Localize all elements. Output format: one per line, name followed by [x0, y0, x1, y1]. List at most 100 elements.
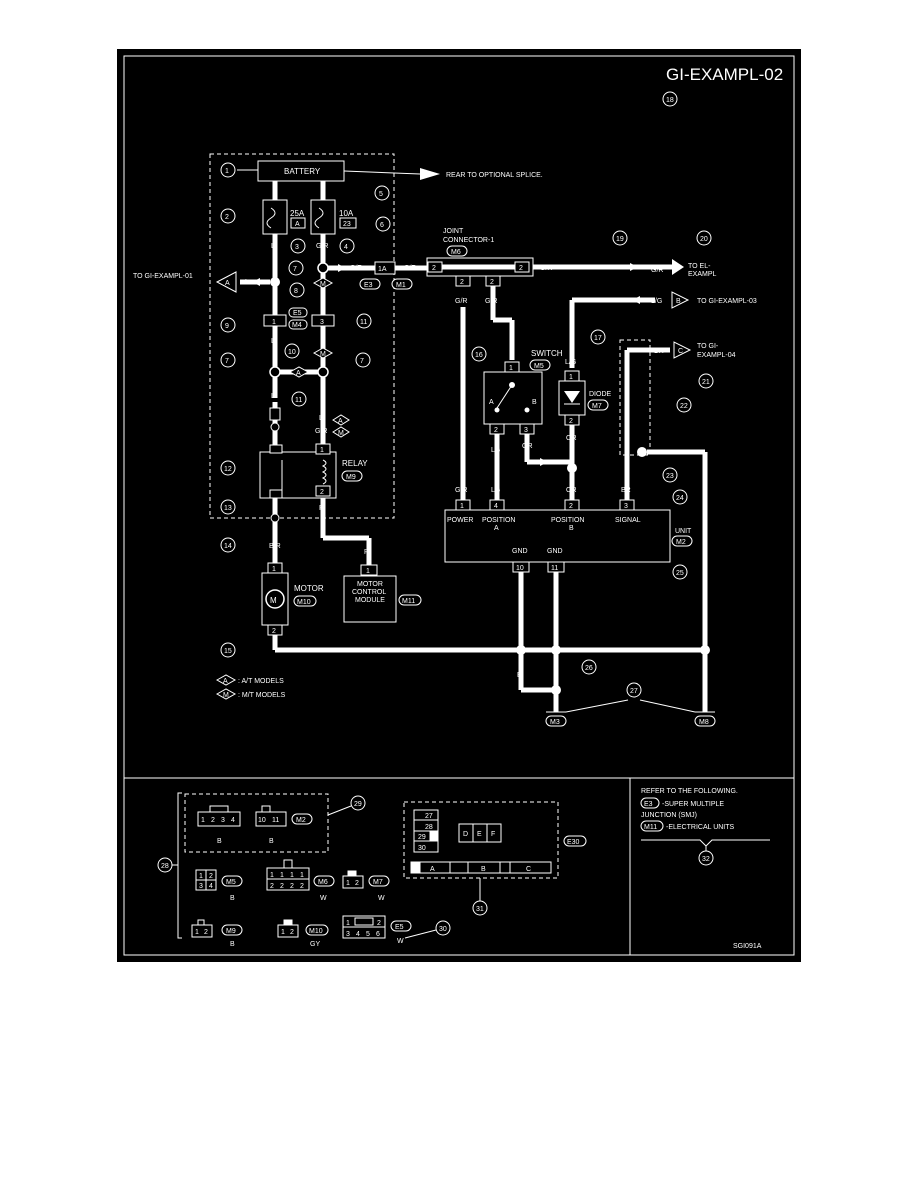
- legend-conn-m6: [313, 875, 335, 887]
- wire-label-lg-3: L/G: [565, 359, 576, 366]
- callout-1: [220, 162, 236, 178]
- callout-29-line: [327, 805, 352, 816]
- callout-11b-num: 11: [295, 397, 302, 404]
- motor-icon-letter: M: [270, 596, 277, 605]
- conn-m8-label: M8: [699, 719, 709, 726]
- unit-label: UNIT: [675, 528, 692, 535]
- mt-tag-3: [332, 426, 350, 438]
- wire-label-lg-4: LG: [491, 487, 500, 494]
- wire-label-l-4: L: [271, 338, 275, 345]
- fuse-10a: [310, 199, 336, 235]
- mt-tag-2: [312, 347, 334, 359]
- callout-30-num: 30: [439, 926, 447, 933]
- conn-10-11: [255, 811, 287, 827]
- connector-1a: [374, 261, 396, 275]
- conn-4pin-latch: [209, 805, 229, 813]
- conn-m5-label: M5: [534, 363, 544, 370]
- conn-m9-label: M9: [346, 474, 356, 481]
- fuse-25a-icon: [266, 207, 276, 229]
- shield-enclosure: [619, 339, 651, 456]
- wire-label-lg-1: LG: [491, 447, 500, 454]
- callout-23: [662, 467, 678, 483]
- wire-label-or-2: OR: [566, 435, 577, 442]
- callout-18-num: 18: [666, 97, 674, 104]
- mt-tag-3-letter: M: [338, 430, 344, 437]
- wire-label-l-5: L: [319, 415, 323, 422]
- wire-label-br-2: BR: [621, 487, 631, 494]
- legend-e5-b2: 4: [356, 931, 360, 938]
- e30-d: D: [463, 831, 468, 838]
- callout-2: [220, 208, 236, 224]
- wire-label-gr-3: G/R: [404, 265, 416, 272]
- motor-pin-1-label: 1: [272, 566, 276, 573]
- fuse-25a-id: A: [295, 221, 300, 228]
- mt-tag-1-letter: M: [320, 281, 326, 288]
- conn-m6-label: M6: [451, 249, 461, 256]
- wire-label-gr-2: G/R: [350, 265, 362, 272]
- legend-conn-m2: [291, 813, 313, 825]
- rear-note: REAR TO OPTIONAL SPLICE.: [446, 172, 543, 179]
- diagram-frame: [123, 55, 795, 956]
- wire-label-l-1: L: [271, 243, 275, 250]
- e30-c: C: [526, 866, 531, 873]
- callout-2-num: 2: [225, 214, 229, 221]
- rear-arrow-icon: [420, 168, 440, 180]
- joint-pin-2-b1: [455, 275, 471, 287]
- diode-pin-2-label: 2: [569, 418, 573, 425]
- relay-pin-2-label: 2: [320, 489, 324, 496]
- callout-17: [590, 329, 606, 345]
- conn-m1-label: M1: [396, 282, 406, 289]
- callout-32-num: 32: [702, 856, 710, 863]
- conn-m11-label: M11: [402, 598, 415, 605]
- e30-abc-filled: [411, 862, 421, 873]
- callout-10-num: 10: [288, 349, 296, 356]
- joint-pin-2-left: [427, 261, 443, 273]
- fuse-25a-id-box: [290, 217, 306, 229]
- splice-gnd-2: [551, 645, 561, 655]
- callout-24: [672, 489, 688, 505]
- mcm-pin-1-label: 1: [366, 568, 370, 575]
- callout-7b: [220, 352, 236, 368]
- wire-label-gr-7: G/R: [455, 298, 467, 305]
- callouts: 1 2 3 4 5 6 7 8 9 10 11 11 7 7 12 13 14 …: [157, 91, 714, 936]
- legend-m5-p1: 1: [199, 873, 203, 880]
- at-legend-letter: A: [223, 678, 228, 685]
- callout-28-num: 28: [161, 863, 169, 870]
- ground-ring-1: [270, 422, 280, 432]
- pin-3-right: 3: [320, 319, 324, 326]
- legend-conn-e30-label: E30: [567, 839, 580, 846]
- callout-20-num: 20: [700, 236, 708, 243]
- legend-conn-m2-label: M2: [296, 817, 306, 824]
- mcm-pin-1: [360, 564, 378, 576]
- splice-gnd-1: [516, 645, 526, 655]
- wire-label-l-3: L: [245, 279, 249, 286]
- refer-conn-e3: [640, 797, 660, 809]
- conn-pin-1-left: [263, 314, 287, 327]
- wire-label-b-1: B: [517, 672, 522, 679]
- conn-m2: [671, 535, 693, 547]
- callout-7c-num: 7: [360, 358, 364, 365]
- mt-tag-2-letter: M: [320, 351, 326, 358]
- refer-conn-m11-label: M11: [644, 824, 657, 831]
- unit-pin-3: [619, 499, 635, 511]
- callout-25-num: 25: [676, 570, 684, 577]
- at-tag-row: [288, 366, 310, 378]
- callout-11a-num: 11: [360, 319, 367, 326]
- wire-label-gr-4: G/R: [315, 428, 327, 435]
- unit-pin-4: [489, 499, 505, 511]
- callout-21-num: 21: [702, 379, 710, 386]
- callout-5: [374, 185, 390, 201]
- unit-pin-2: [564, 499, 580, 511]
- callout-12-num: 12: [224, 466, 232, 473]
- legend-m7-color: W: [378, 895, 385, 902]
- wire-label-or-1: OR: [522, 443, 533, 450]
- callout-1-num: 1: [225, 168, 229, 175]
- legend-m6-color: W: [320, 895, 327, 902]
- callout-22: [676, 397, 692, 413]
- to-gi03-label: TO GI-EXAMPL-03: [697, 298, 757, 305]
- at-legend-tag: [215, 674, 237, 686]
- arrow-lg-icon: [632, 296, 640, 304]
- conn-m3: [545, 715, 567, 727]
- legend-m5-color: B: [230, 895, 235, 902]
- legend-conn-e5-label: E5: [395, 924, 404, 931]
